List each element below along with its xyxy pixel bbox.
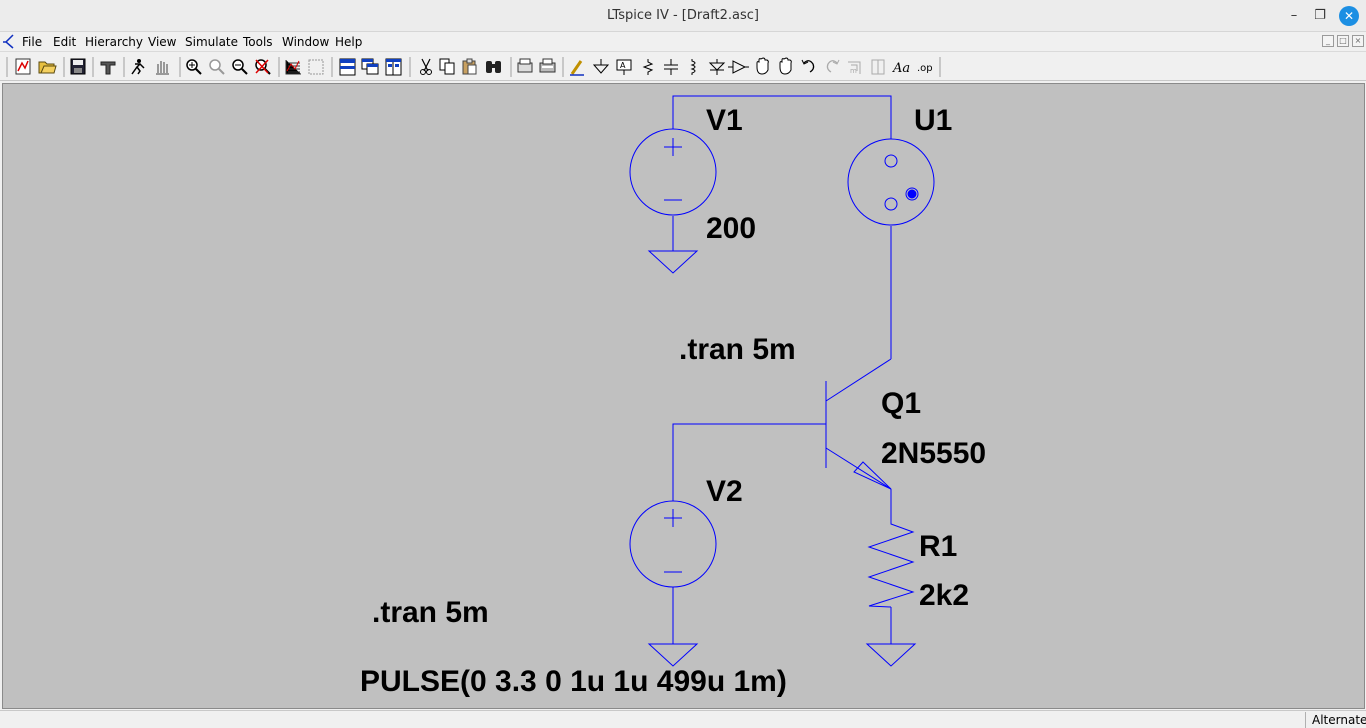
text-icon[interactable]: Aa bbox=[892, 61, 910, 76]
zoom-cancel-icon[interactable] bbox=[255, 59, 271, 75]
u1-name-label[interactable]: U1 bbox=[914, 104, 952, 137]
r1-resistor[interactable] bbox=[867, 519, 915, 608]
svg-text:A: A bbox=[620, 61, 626, 70]
zoom-out-icon[interactable] bbox=[232, 59, 248, 75]
save-icon[interactable] bbox=[70, 58, 86, 75]
v1-name-label[interactable]: V1 bbox=[706, 104, 743, 137]
rotate-icon[interactable]: m bbox=[848, 61, 861, 75]
r1-value-label[interactable]: 2k2 bbox=[919, 579, 969, 612]
status-bar: Alternate bbox=[0, 710, 1366, 728]
menu-edit[interactable]: Edit bbox=[53, 35, 77, 49]
close-button[interactable]: ✕ bbox=[1339, 6, 1359, 26]
zoom-pan-icon[interactable] bbox=[209, 59, 225, 75]
v1-voltage-source[interactable] bbox=[629, 128, 717, 216]
control-panel-icon[interactable] bbox=[100, 61, 116, 75]
undo-icon[interactable] bbox=[801, 59, 815, 73]
toolbar: A m Aa .op bbox=[0, 53, 1366, 81]
svg-text:m: m bbox=[850, 67, 857, 75]
cascade-icon[interactable] bbox=[361, 58, 379, 75]
tran-directive-bottom[interactable]: .tran 5m bbox=[372, 596, 489, 629]
paste-icon[interactable] bbox=[462, 58, 477, 75]
menu-window[interactable]: Window bbox=[282, 35, 330, 49]
fit-icon[interactable] bbox=[308, 59, 324, 75]
copy-icon[interactable] bbox=[439, 58, 455, 75]
redo-icon[interactable] bbox=[826, 59, 840, 73]
menu-help[interactable]: Help bbox=[335, 35, 363, 49]
q1-model-label[interactable]: 2N5550 bbox=[881, 437, 986, 470]
autorange-icon[interactable] bbox=[285, 60, 301, 75]
drag-icon[interactable] bbox=[779, 57, 792, 75]
r1-name-label[interactable]: R1 bbox=[919, 530, 957, 563]
schematic-drawing: V1 200 U1 .tran 5m Q1 2N5550 V2 R1 2k2 .… bbox=[360, 95, 986, 698]
v1-value-label[interactable]: 200 bbox=[706, 212, 756, 245]
tile-vertical-icon[interactable] bbox=[385, 58, 402, 76]
r1-ground-symbol[interactable] bbox=[865, 643, 917, 667]
run-icon[interactable] bbox=[131, 59, 145, 75]
cut-icon[interactable] bbox=[420, 58, 432, 75]
spice-directive-icon[interactable]: .op bbox=[917, 63, 933, 74]
halt-icon[interactable] bbox=[156, 61, 169, 75]
menu-hierarchy[interactable]: Hierarchy bbox=[85, 35, 144, 49]
print-icon[interactable] bbox=[539, 58, 556, 73]
menu-view[interactable]: View bbox=[148, 35, 177, 49]
menu-file[interactable]: File bbox=[22, 35, 43, 49]
status-separator bbox=[1305, 712, 1306, 728]
mdi-minimize-button[interactable]: _ bbox=[1322, 35, 1334, 47]
print-preview-icon[interactable] bbox=[517, 58, 533, 73]
toolbar-icons: A m Aa .op bbox=[6, 57, 941, 77]
mirror-icon[interactable] bbox=[871, 59, 885, 75]
resistor-icon[interactable] bbox=[642, 59, 654, 75]
inductor-icon[interactable] bbox=[690, 59, 696, 75]
open-icon[interactable] bbox=[38, 61, 57, 74]
v2-ground-symbol[interactable] bbox=[647, 643, 699, 667]
schematic-canvas[interactable]: V1 200 U1 .tran 5m Q1 2N5550 V2 R1 2k2 .… bbox=[2, 83, 1365, 709]
move-icon[interactable] bbox=[756, 57, 769, 75]
status-mode-text: Alternate bbox=[1312, 713, 1366, 727]
ltspice-app-icon[interactable] bbox=[3, 34, 17, 49]
find-icon[interactable] bbox=[486, 61, 501, 73]
wire-v2-base bbox=[672, 423, 826, 501]
u1-component[interactable] bbox=[847, 138, 935, 226]
menu-tools[interactable]: Tools bbox=[243, 35, 273, 49]
mdi-close-button[interactable]: × bbox=[1352, 35, 1364, 47]
maximize-button[interactable]: ❐ bbox=[1314, 8, 1326, 23]
q1-name-label[interactable]: Q1 bbox=[881, 387, 921, 420]
diode-icon[interactable] bbox=[708, 59, 726, 75]
mdi-restore-button[interactable]: □ bbox=[1337, 35, 1349, 47]
q1-npn-transistor[interactable] bbox=[825, 358, 892, 490]
zoom-in-icon[interactable] bbox=[186, 59, 202, 75]
tile-horizontal-icon[interactable] bbox=[339, 58, 356, 76]
tran-directive-top[interactable]: .tran 5m bbox=[679, 333, 796, 366]
title-bar: LTspice IV - [Draft2.asc] – ❐ ✕ bbox=[0, 0, 1366, 32]
v2-name-label[interactable]: V2 bbox=[706, 475, 743, 508]
ground-icon[interactable] bbox=[592, 59, 610, 74]
v1-ground-symbol[interactable] bbox=[647, 250, 699, 274]
minimize-button[interactable]: – bbox=[1290, 8, 1298, 23]
menu-simulate[interactable]: Simulate bbox=[185, 35, 239, 49]
menu-bar: File Edit Hierarchy View Simulate Tools … bbox=[0, 32, 1366, 52]
v2-value-label[interactable]: PULSE(0 3.3 0 1u 1u 499u 1m) bbox=[360, 665, 787, 698]
window-title: LTspice IV - [Draft2.asc] bbox=[606, 8, 760, 23]
wire-v1-u1 bbox=[672, 95, 892, 139]
capacitor-icon[interactable] bbox=[664, 59, 678, 75]
label-net-icon[interactable]: A bbox=[616, 59, 632, 75]
new-schematic-icon[interactable] bbox=[15, 58, 31, 75]
draw-wire-icon[interactable] bbox=[570, 60, 584, 76]
v2-voltage-source[interactable] bbox=[629, 500, 717, 588]
component-icon[interactable] bbox=[728, 60, 749, 74]
